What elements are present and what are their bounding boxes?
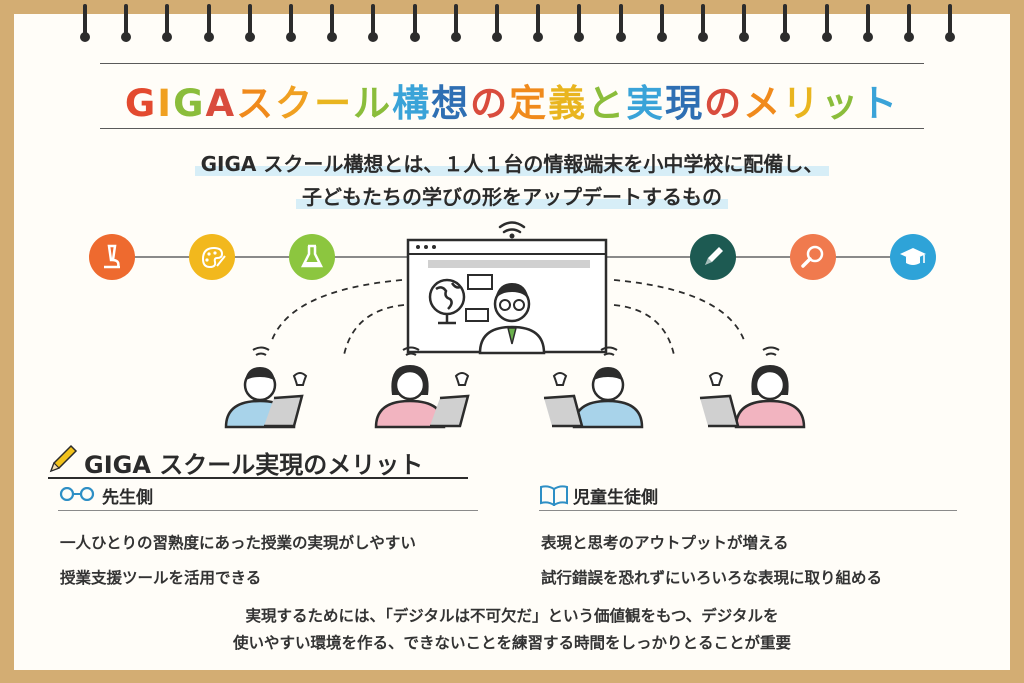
binder-ring [656,4,667,46]
wifi-icon [498,221,526,234]
globe-icon [428,278,466,325]
title-char: 義 [548,82,588,125]
binder-ring [203,4,214,46]
title-char: ー [314,82,354,125]
binder-ring [821,4,832,46]
connector-line-left [112,256,422,258]
connector-line-right [604,256,914,258]
page-title: GIGA スクール構想の定義と実現のメリット [0,73,1024,127]
merits-heading: GIGA スクール実現のメリット [84,451,424,479]
binder-ring [80,4,90,46]
title-char: ト [860,82,900,125]
title-char: ッ [821,82,861,125]
binder-ring [533,4,544,46]
title-char: ス [236,82,276,125]
student-side-title: 児童生徒側 [573,488,658,508]
classroom-illustration [224,221,806,429]
student-item-2: 試行錯誤を恐れずにいろいろな表現に取り組める [541,569,883,587]
palette-icon [189,234,235,280]
title-char: と [587,82,627,125]
title-char: I [157,82,174,125]
magnifier-icon [790,234,836,280]
teacher-item-2: 授業支援ツールを活用できる [60,569,262,587]
microscope-icon [89,234,135,280]
title-char: 構 [392,82,432,125]
student-girl-right [699,346,806,429]
title-char: G [173,82,206,125]
title-char: の [470,82,510,125]
title-char: 実 [626,82,666,125]
binder-ring [121,4,132,46]
title-char: A [205,82,237,125]
title-char: ク [275,82,315,125]
merits-heading-rule [48,477,468,479]
student-rule [539,510,957,511]
title-char: ル [353,82,393,125]
binder-ring [492,4,502,46]
title-char: 想 [431,82,471,125]
graduation-cap-icon [890,234,936,280]
student-boy-right [543,346,644,429]
binder-ring [698,4,708,46]
student-boy-left [224,346,308,429]
title-char: 定 [509,82,549,125]
teacher-rule [58,510,478,511]
binder-ring [904,4,914,46]
flask-icon [289,234,335,280]
teacher-item-1: 一人ひとりの習熟度にあった授業の実現がしやすい [60,534,416,552]
binder-ring [739,4,750,46]
binder-ring [780,4,791,46]
student-girl-left [374,346,470,429]
binder-ring [162,4,173,46]
lead-text-2: 子どもたちの学びの形をアップデートするもの [296,185,728,209]
student-item-1: 表現と思考のアウトプットが増える [541,534,789,552]
title-char: の [704,82,744,125]
binder-ring [327,4,338,46]
binder-ring [615,4,626,46]
teacher-side-title: 先生側 [102,488,153,508]
binder-ring [574,4,585,46]
teacher-figure [478,283,546,355]
title-char: G [124,82,158,125]
binder-ring [862,4,873,46]
closing-line-1: 実現するためには、「デジタルは不可欠だ」という価値観をもつ、デジタルを [245,607,779,625]
lead-line-1: GIGA スクール構想とは、１人１台の情報端末を小中学校に配備し、 [0,148,1024,177]
binder-ring [450,4,461,46]
binder-ring [286,4,296,46]
lead-line-2: 子どもたちの学びの形をアップデートするもの [0,181,1024,210]
open-book-icon [540,485,568,506]
title-char: メ [743,82,783,125]
lead-text-1: GIGA スクール構想とは、１人１台の情報端末を小中学校に配備し、 [194,152,830,176]
closing-line-2: 使いやすい環境を作る、できないことを練習する時間をしっかりとることが重要 [232,634,791,652]
binder-ring [945,4,956,46]
glasses-icon [59,487,95,501]
pencil-icon [49,444,78,473]
title-char: リ [782,82,822,125]
binder-ring [409,4,420,46]
title-top-rule [100,63,924,64]
binder-ring [244,4,255,46]
title-bottom-rule [100,128,924,129]
title-char: 現 [665,82,705,125]
pencil-icon [690,234,736,280]
binder-ring [368,4,379,46]
binder-rings [0,0,1024,50]
